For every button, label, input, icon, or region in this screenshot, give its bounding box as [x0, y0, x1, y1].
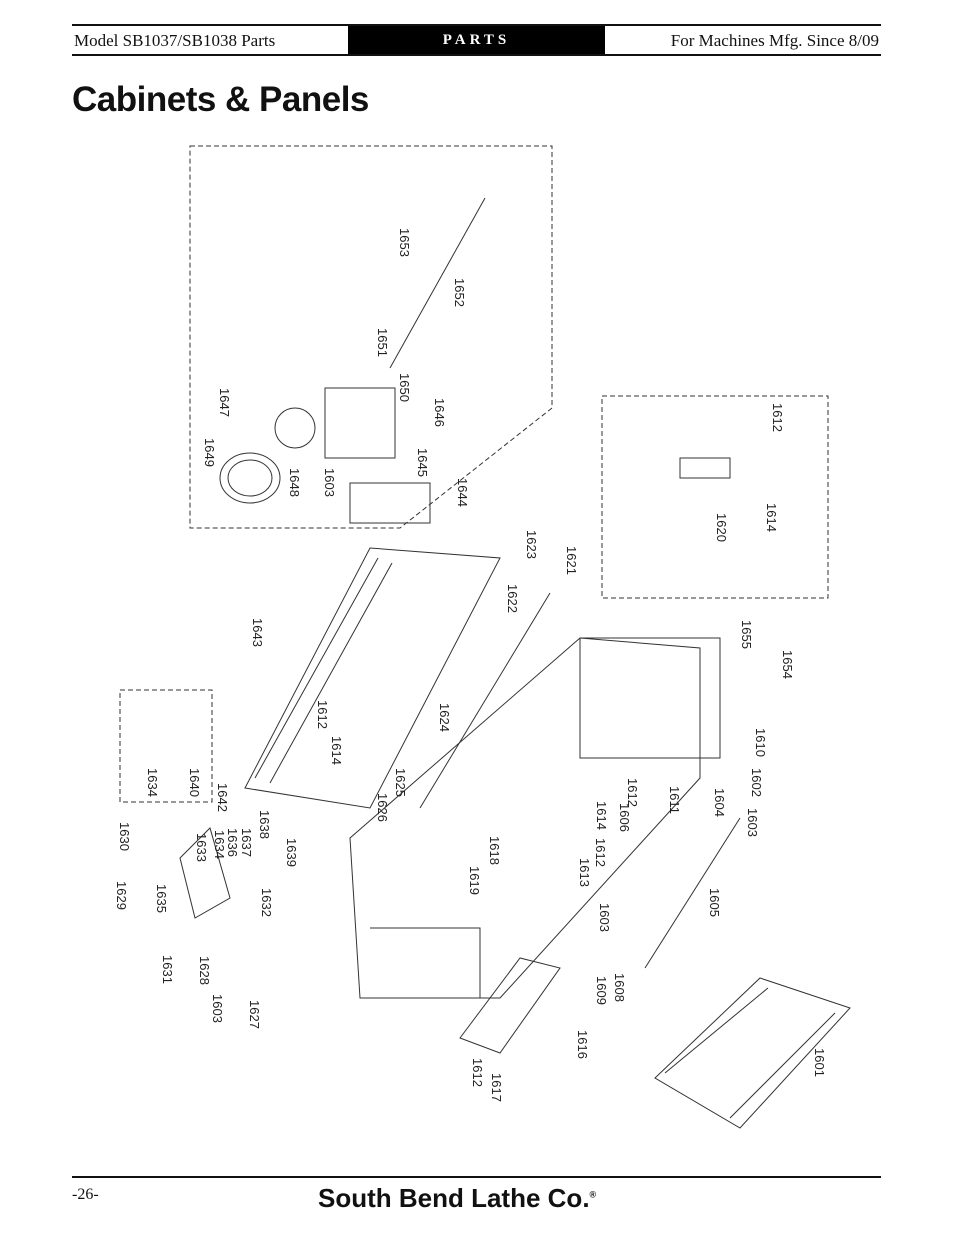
part-label: 1623 — [524, 530, 539, 559]
part-label: 1612 — [315, 700, 330, 729]
part-label: 1636 — [225, 828, 240, 857]
page-title: Cabinets & Panels — [72, 80, 369, 119]
part-label: 1643 — [250, 618, 265, 647]
header-model: Model SB1037/SB1038 Parts — [74, 31, 276, 50]
part-label: 1610 — [753, 728, 768, 757]
part-label: 1614 — [764, 503, 779, 532]
part-label: 1628 — [197, 956, 212, 985]
part-label: 1619 — [467, 866, 482, 895]
shaft-1605 — [644, 817, 741, 969]
part-label: 1629 — [114, 881, 129, 910]
part-label: 1653 — [397, 228, 412, 257]
part-label: 1612 — [470, 1058, 485, 1087]
part-label: 1616 — [575, 1030, 590, 1059]
part-label: 1634 — [145, 768, 160, 797]
part-label: 1645 — [415, 448, 430, 477]
front-panel — [459, 957, 561, 1054]
part-label: 1632 — [259, 888, 274, 917]
brand-logo: South Bend Lathe Co.® — [318, 1183, 596, 1214]
part-label: 1609 — [594, 976, 609, 1005]
part-label: 1633 — [194, 833, 209, 862]
coolant-pump — [274, 407, 316, 449]
part-label: 1603 — [210, 994, 225, 1023]
part-label: 1603 — [597, 903, 612, 932]
part-label: 1642 — [215, 783, 230, 812]
part-label: 1631 — [160, 955, 175, 984]
part-label: 1611 — [667, 786, 682, 814]
part-label: 1649 — [202, 438, 217, 467]
part-label: 1626 — [375, 793, 390, 822]
guard-1630 — [179, 827, 231, 919]
page-number: -26- — [72, 1186, 99, 1203]
part-label: 1612 — [770, 403, 785, 432]
part-label: 1613 — [577, 858, 592, 887]
part-label: 1620 — [714, 513, 729, 542]
part-label: 1617 — [489, 1073, 504, 1102]
part-label: 1621 — [564, 546, 579, 575]
top-tray — [244, 547, 501, 809]
page-header: Model SB1037/SB1038 Parts PARTS For Mach… — [72, 24, 881, 56]
part-label: 1624 — [437, 703, 452, 732]
part-label: 1612 — [593, 838, 608, 867]
part-label: 1602 — [749, 768, 764, 797]
part-label: 1614 — [594, 801, 609, 830]
shaft-1624 — [419, 592, 551, 809]
part-label: 1654 — [780, 650, 795, 679]
inset-right-outline — [601, 395, 829, 599]
part-label: 1604 — [712, 788, 727, 817]
parts-diagram: 1653 1652 1651 1650 1647 1646 1649 1648 … — [114, 145, 851, 1129]
part-label: 1603 — [322, 468, 337, 497]
part-label: 1646 — [432, 398, 447, 427]
inset-left-outline — [119, 689, 213, 803]
header-date: For Machines Mfg. Since 8/09 — [670, 31, 879, 50]
coolant-hose — [219, 452, 281, 504]
part-label: 1644 — [455, 478, 470, 507]
inset-top-outline — [189, 145, 553, 529]
part-label: 1625 — [393, 768, 408, 797]
left-cabinet — [349, 637, 701, 999]
part-label: 1605 — [707, 888, 722, 917]
part-label: 1601 — [812, 1048, 827, 1077]
part-label: 1608 — [612, 973, 627, 1002]
part-label: 1603 — [745, 808, 760, 837]
part-label: 1637 — [239, 828, 254, 857]
vent-grille-1644 — [349, 482, 431, 524]
part-label: 1618 — [487, 836, 502, 865]
part-label: 1630 — [117, 822, 132, 851]
footer-rule — [72, 1176, 881, 1178]
shaft-1652 — [389, 197, 486, 369]
part-label: 1606 — [617, 803, 632, 832]
part-label: 1647 — [217, 388, 232, 417]
brand-name: South Bend Lathe Co. — [318, 1183, 590, 1213]
part-label: 1640 — [187, 768, 202, 797]
part-label: 1634 — [212, 830, 227, 859]
part-label: 1627 — [247, 1000, 262, 1029]
part-label: 1655 — [739, 620, 754, 649]
part-label: 1651 — [375, 328, 390, 357]
part-label: 1648 — [287, 468, 302, 497]
chip-tray — [654, 977, 851, 1129]
header-section: PARTS — [348, 26, 605, 54]
registered-mark: ® — [589, 1189, 597, 1200]
part-label: 1650 — [397, 373, 412, 402]
part-label: 1652 — [452, 278, 467, 307]
part-label: 1614 — [329, 736, 344, 765]
part-label: 1622 — [505, 584, 520, 613]
right-cabinet — [579, 637, 721, 759]
part-label: 1612 — [625, 778, 640, 807]
part-label: 1635 — [154, 884, 169, 913]
part-label: 1638 — [257, 810, 272, 839]
part-label: 1639 — [284, 838, 299, 867]
